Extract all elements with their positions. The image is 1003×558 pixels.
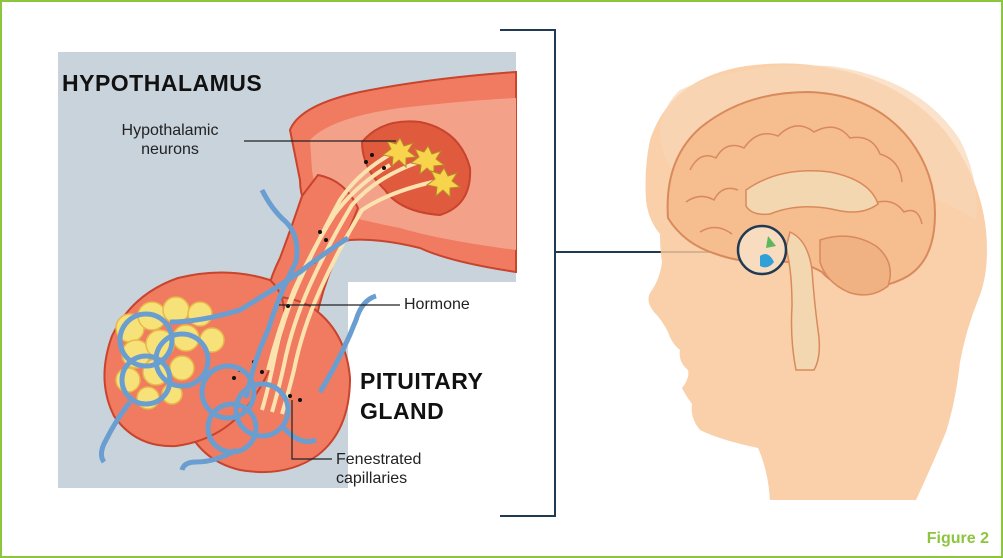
fenestrated-label-line2: capillaries — [336, 469, 421, 488]
pituitary-gland-title: PITUITARY GLAND — [360, 366, 483, 426]
hormone-label: Hormone — [404, 295, 470, 314]
hypothalamic-neurons-label-line2: neurons — [96, 140, 244, 159]
pituitary-title-line2: GLAND — [360, 396, 483, 426]
figure-caption: Figure 2 — [927, 530, 989, 548]
hypothalamic-neurons-label-line1: Hypothalamic — [96, 121, 244, 140]
pituitary-title-line1: PITUITARY — [360, 366, 483, 396]
hypothalamus-title: HYPOTHALAMUS — [62, 70, 262, 97]
fenestrated-capillaries-label: Fenestrated capillaries — [336, 450, 421, 488]
hypothalamic-neurons-label: Hypothalamic neurons — [96, 121, 244, 159]
fenestrated-label-line1: Fenestrated — [336, 450, 421, 469]
